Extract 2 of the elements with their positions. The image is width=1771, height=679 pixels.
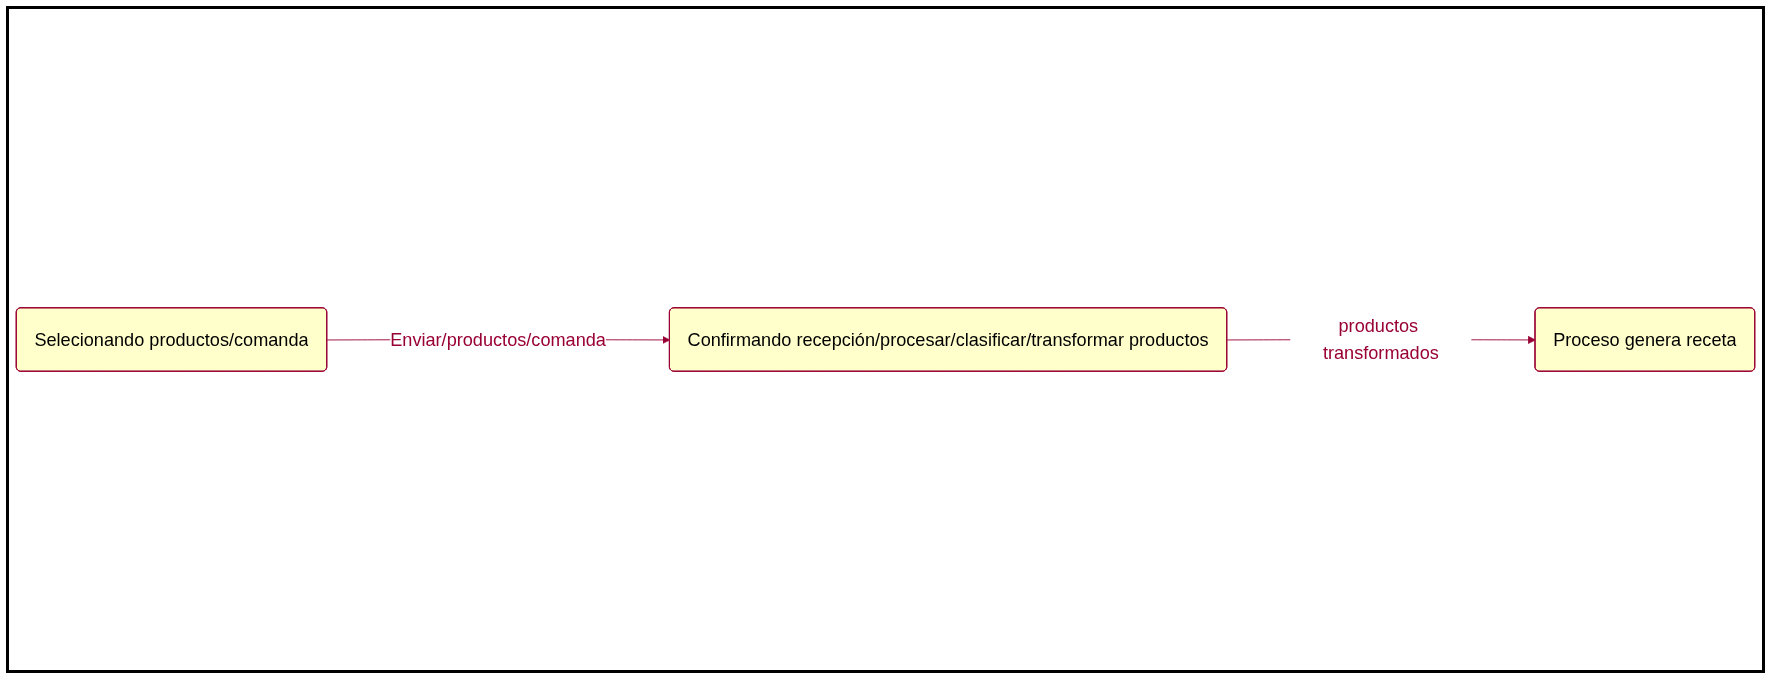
- edge-label: Enviar/productos/comanda: [390, 329, 606, 350]
- edge-label: productos transformados: [1322, 315, 1439, 364]
